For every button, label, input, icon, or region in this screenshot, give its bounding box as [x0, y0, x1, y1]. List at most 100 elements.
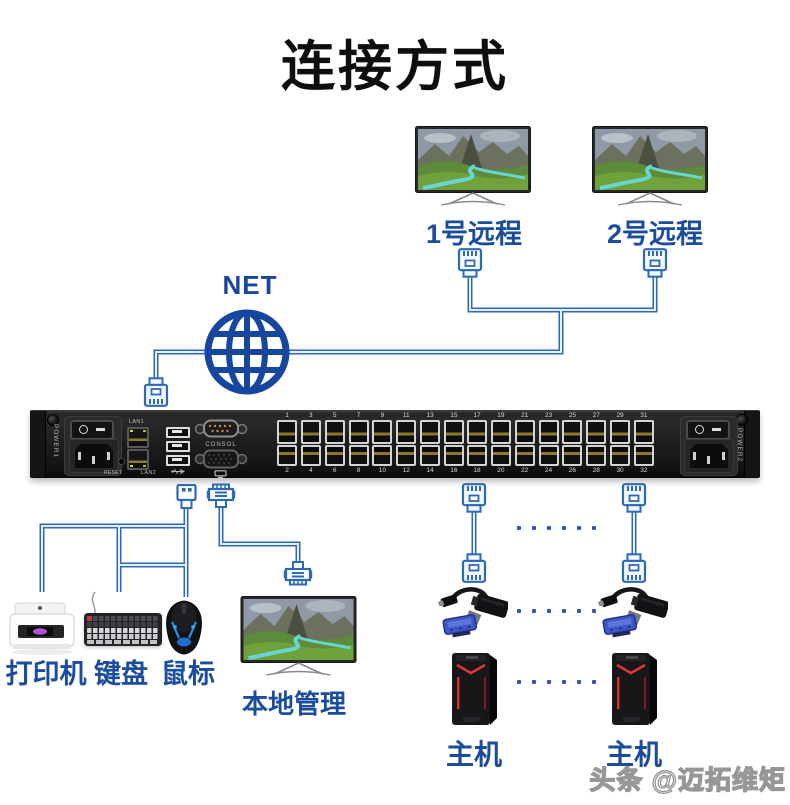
port-number: 27	[592, 412, 600, 419]
rj45-port	[562, 420, 583, 444]
cable-globe-to-remotes	[285, 311, 564, 355]
db9-serial-port	[194, 419, 248, 438]
inlet-pin	[92, 456, 95, 464]
inlet-pin	[78, 452, 81, 460]
cable-globe-to-remotes	[285, 311, 562, 353]
rj45-port	[324, 445, 345, 466]
dot	[532, 526, 536, 530]
kvm-switch-device: POWER1 LAN1 LAN2 RESET	[30, 410, 760, 478]
port-number: 14	[426, 467, 434, 474]
host-computer-image	[452, 653, 497, 725]
usb-plug-icon	[176, 484, 197, 509]
cable-remote-bus	[469, 270, 656, 311]
watermark-text: 头条 @迈拓维矩	[589, 764, 786, 795]
cable-vga-local	[220, 506, 299, 563]
dot	[577, 526, 581, 530]
rj45-plug-icon	[621, 553, 647, 583]
kvm-dongle-image	[598, 587, 668, 638]
port-number: 32	[640, 467, 648, 474]
rj45-plug-icon	[143, 377, 169, 407]
rj45-port	[348, 420, 369, 444]
rj45-port	[586, 420, 607, 444]
ellipsis-dots	[517, 680, 596, 684]
port-number: 26	[568, 467, 576, 474]
port-number: 23	[544, 412, 553, 419]
port-number: 1	[285, 412, 289, 419]
led-indicator	[143, 465, 146, 467]
dot	[532, 680, 536, 684]
globe-icon	[204, 309, 290, 395]
inlet-pin	[722, 452, 725, 460]
dot	[577, 609, 581, 613]
port-number: 12	[402, 467, 410, 474]
page-title: 连接方式	[281, 37, 509, 97]
keyboard-image	[84, 613, 162, 646]
usb-port	[166, 455, 190, 466]
rj45-port	[420, 420, 441, 444]
rj45-port	[490, 420, 511, 444]
port-number: 5	[332, 412, 337, 419]
port-number: 18	[473, 467, 481, 474]
port-number: 20	[497, 467, 505, 474]
rj45-plug-icon	[642, 248, 668, 278]
mouse-label: 鼠标	[161, 659, 215, 689]
rj45-port	[610, 445, 631, 466]
rj45-port	[633, 445, 654, 466]
rj45-port	[490, 445, 511, 466]
rj45-plug-icon	[457, 248, 483, 278]
dot	[577, 680, 581, 684]
cable-remote-bus	[467, 270, 658, 313]
port-number: 24	[544, 467, 553, 474]
port-number: 21	[521, 412, 529, 419]
rj45-port	[514, 445, 535, 466]
inlet-pin	[107, 452, 110, 460]
rj45-port	[300, 445, 321, 466]
port-number: 6	[332, 467, 337, 474]
port-number: 17	[473, 412, 481, 419]
remote-2-label: 2号远程	[606, 219, 704, 249]
rj45-port	[633, 420, 654, 444]
port-number: 22	[521, 467, 529, 474]
usb-port	[166, 427, 190, 438]
dot	[547, 609, 551, 613]
rj45-port	[277, 445, 297, 466]
power1-label: POWER1	[52, 424, 59, 459]
port-number: 9	[380, 412, 385, 419]
port-number: 16	[450, 467, 458, 474]
port-number: 25	[568, 412, 576, 419]
led-indicator	[143, 430, 146, 432]
cable-net-to-device	[155, 351, 209, 384]
rj45-port	[514, 420, 535, 444]
lan2-port	[127, 449, 149, 470]
power2-switch	[686, 420, 730, 440]
power2-label: POWER2	[736, 428, 743, 463]
port-number: 2	[285, 467, 289, 474]
rack-ear-left	[30, 411, 46, 477]
monitor-symbol-icon	[214, 470, 227, 478]
rj45-port	[467, 420, 487, 444]
printer-image	[9, 602, 75, 655]
rj45-plug-icon	[461, 483, 487, 513]
port-number: 10	[378, 467, 386, 474]
reset-button	[118, 458, 125, 465]
rj45-port	[467, 445, 487, 466]
dot	[562, 526, 566, 530]
dot	[547, 680, 551, 684]
rj45-port	[538, 445, 559, 466]
dot	[562, 609, 566, 613]
dot	[517, 526, 521, 530]
rj45-port	[396, 420, 417, 444]
switch-off-mark	[79, 425, 88, 434]
switch-on-mark	[712, 428, 721, 431]
host-2-label: 主机	[606, 739, 663, 770]
